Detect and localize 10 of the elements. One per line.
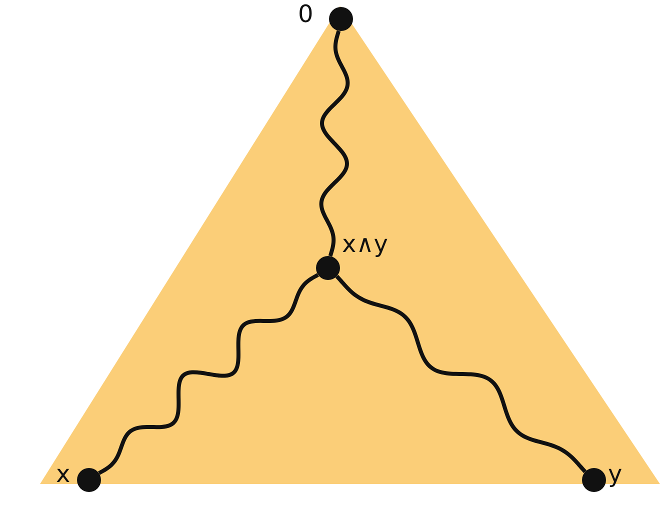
node-label: x∧y bbox=[342, 232, 388, 256]
wavy-line bbox=[319, 30, 350, 257]
node-label: x bbox=[56, 462, 70, 486]
dot bbox=[77, 468, 101, 492]
wavy-line bbox=[98, 273, 319, 475]
dot bbox=[329, 7, 353, 31]
node-label: 0 bbox=[298, 2, 314, 26]
wavy-line bbox=[335, 274, 587, 474]
node-label: y bbox=[608, 462, 622, 486]
dot bbox=[582, 468, 606, 492]
